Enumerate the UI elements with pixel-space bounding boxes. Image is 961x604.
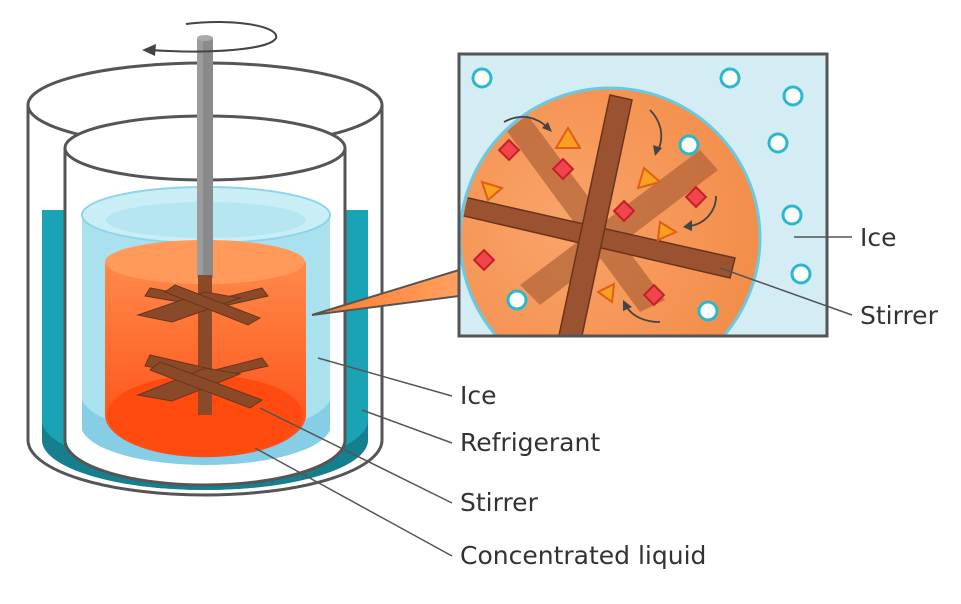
label-ice: Ice	[460, 381, 497, 410]
solute-diamond-icon	[472, 138, 708, 307]
ice-crystal-icon	[471, 67, 812, 322]
solute-triangle-icon	[480, 126, 679, 304]
detail-view	[457, 52, 829, 338]
label-detail-stirrer: Stirrer	[860, 301, 938, 330]
label-refrigerant: Refrigerant	[460, 428, 601, 457]
label-stirrer: Stirrer	[460, 488, 538, 517]
leader-lines	[254, 236, 853, 557]
rotation-arrow-icon	[142, 21, 278, 56]
stirrer-shaft	[197, 35, 213, 415]
flow-arrow-icon	[503, 109, 717, 323]
stirrer-blades	[136, 284, 269, 409]
label-detail-ice: Ice	[860, 223, 897, 252]
label-concentrated-liquid: Concentrated liquid	[460, 541, 707, 570]
